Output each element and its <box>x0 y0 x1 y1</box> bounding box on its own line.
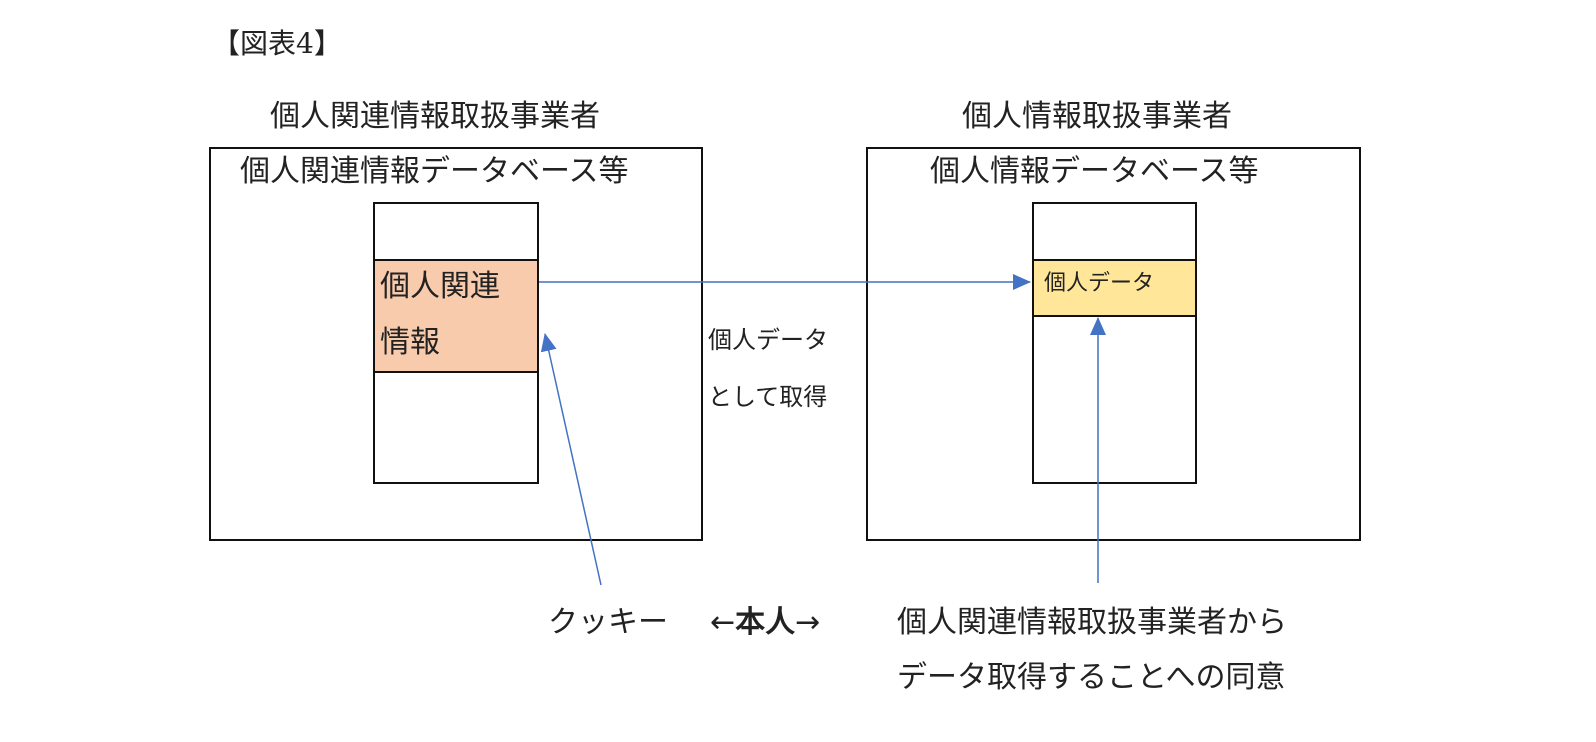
right-database-label: 個人情報データベース等 <box>930 154 1259 189</box>
person-text: 本人 <box>735 605 796 640</box>
left-arrow-glyph: ← <box>710 605 736 640</box>
left-record-bottom <box>373 371 539 484</box>
left-record-related-info <box>373 259 539 373</box>
cookie-arrow <box>540 333 602 586</box>
related-info-line1: 個人関連 <box>380 269 500 304</box>
left-heading: 個人関連情報取扱事業者 <box>270 99 600 134</box>
transfer-label-line1: 個人データ <box>708 326 828 354</box>
figure-label: 【図表4】 <box>212 27 342 60</box>
person-label: ←本人→ <box>710 608 820 638</box>
transfer-label-line2: として取得 <box>708 383 828 411</box>
cookie-label: クッキー <box>548 605 668 640</box>
right-record-bottom <box>1032 315 1197 484</box>
consent-line2: データ取得することへの同意 <box>897 660 1286 695</box>
right-heading: 個人情報取扱事業者 <box>962 99 1232 134</box>
right-arrow-glyph: → <box>795 605 821 640</box>
consent-line1: 個人関連情報取扱事業者から <box>897 605 1287 640</box>
right-database-box <box>866 147 1361 541</box>
personal-data-label: 個人データ <box>1044 271 1155 296</box>
left-database-label: 個人関連情報データベース等 <box>240 154 629 189</box>
left-database-box <box>209 147 703 541</box>
related-info-line2: 情報 <box>380 325 440 360</box>
